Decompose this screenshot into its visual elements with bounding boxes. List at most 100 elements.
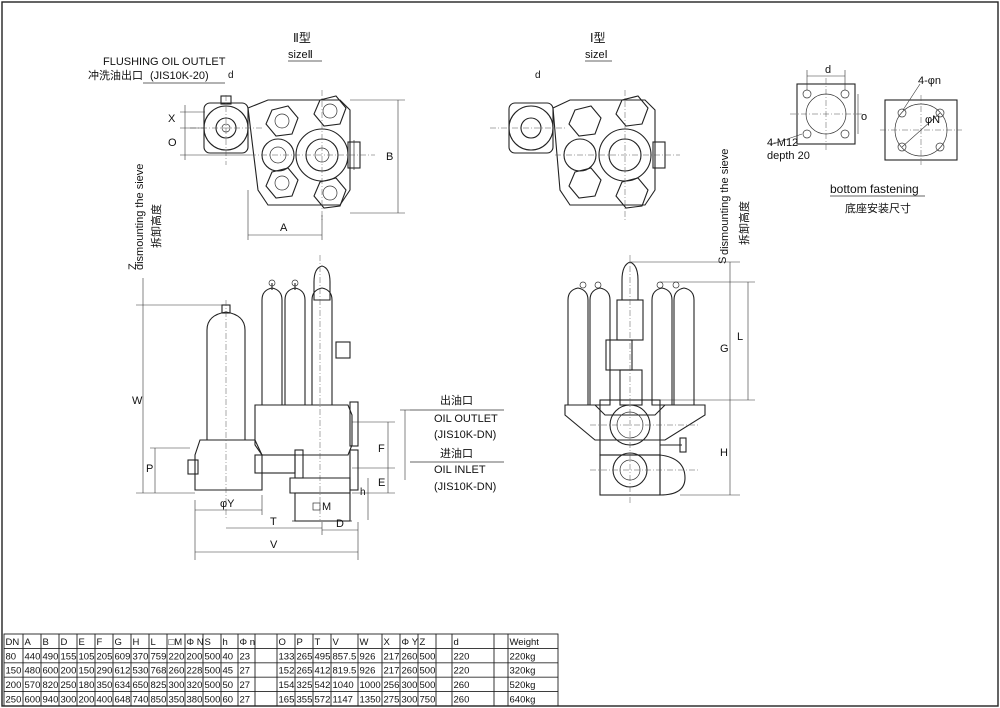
dim-d-large: D: [336, 518, 344, 530]
table-cell-text: 380: [187, 695, 203, 706]
table-cell: [254, 691, 278, 707]
table-cell-text: 520kg: [510, 680, 536, 691]
table-header-text: d: [454, 637, 459, 648]
dim-f-label: F: [378, 443, 385, 455]
flag-mark-2: d: [535, 70, 541, 81]
table-cell-text: 500: [205, 695, 221, 706]
table-header-text: S: [205, 637, 211, 648]
dim-a-label: A: [280, 222, 288, 234]
table-cell-text: 1350: [360, 695, 381, 706]
dim-w-label: W: [132, 395, 143, 407]
table-cell-text: 180: [79, 680, 95, 691]
dim-x-label: X: [168, 113, 176, 125]
table-cell-text: 857.5: [333, 651, 357, 662]
table-cell-text: 759: [151, 651, 167, 662]
table-cell-text: 480: [25, 666, 41, 677]
dim-l-label: L: [737, 331, 743, 343]
table-cell-text: 200: [187, 651, 203, 662]
table-cell-text: 27: [240, 666, 251, 677]
table-cell-text: 150: [6, 666, 22, 677]
table-cell-text: 1147: [333, 695, 353, 706]
table-cell-text: 23: [240, 651, 251, 662]
table-cell-text: 819.5: [333, 666, 357, 677]
dim-v-label: V: [270, 539, 278, 551]
dim-s-label: S: [717, 257, 729, 264]
table-cell-text: 200: [6, 680, 22, 691]
bolt-label: 4-M12: [767, 137, 798, 149]
table-cell-text: 45: [223, 666, 234, 677]
table-cell-text: 256: [384, 680, 400, 691]
table-cell-text: 768: [151, 666, 167, 677]
table-cell-text: 228: [187, 666, 203, 677]
flag-mark-1: d: [228, 70, 234, 81]
outlet-en: OIL OUTLET: [434, 413, 498, 425]
dim-o-small: o: [861, 111, 867, 123]
table-cell-text: 600: [43, 666, 59, 677]
dismount-label-1: dismounting the sieve: [134, 164, 146, 270]
holes-label: 4-φn: [918, 75, 941, 87]
dim-t-label: T: [270, 516, 277, 528]
dismount-cn-2: 拆卸高度: [737, 201, 751, 245]
table-cell-text: 200: [79, 695, 95, 706]
table-cell: [254, 676, 278, 692]
table-cell-text: 940: [43, 695, 59, 706]
dim-z-label: Z: [127, 263, 139, 270]
table-cell-text: 400: [97, 695, 113, 706]
table-header-cell: [254, 633, 278, 649]
table-cell-text: 105: [79, 651, 95, 662]
front-view-size2: dismounting the sieve 拆卸高度 Z W P: [127, 164, 504, 560]
dim-phiy-label: φY: [220, 498, 235, 510]
table-cell-text: 350: [169, 695, 185, 706]
table-header-text: V: [333, 637, 340, 648]
table-cell-text: 542: [315, 680, 331, 691]
table-cell-text: 220: [169, 651, 185, 662]
inlet-cn: 进油口: [440, 446, 473, 460]
table-header-text: A: [25, 637, 32, 648]
table-cell: [493, 691, 509, 707]
table-cell-text: 260: [402, 666, 418, 677]
table-cell-text: 265: [297, 666, 313, 677]
table-cell-text: 750: [420, 695, 436, 706]
table-cell-text: 220: [454, 666, 470, 677]
table-cell-text: 260: [454, 695, 470, 706]
table-header-text: Φ n: [240, 637, 256, 648]
table-cell: [254, 648, 278, 664]
table-cell-text: 40: [223, 651, 234, 662]
table-cell: [435, 691, 453, 707]
flushing-outlet-cn: 冲洗油出口: [88, 68, 143, 82]
dim-m-label: M: [322, 501, 331, 513]
table-header-text: □M: [169, 637, 183, 648]
table-cell-text: 634: [115, 680, 131, 691]
table-cell-text: 260: [169, 666, 185, 677]
table-header-text: X: [384, 637, 391, 648]
bottom-fastening-cn: 底座安装尺寸: [845, 201, 911, 215]
outlet-spec: (JIS10K-DN): [434, 429, 496, 441]
table-cell-text: 154: [279, 680, 295, 691]
table-cell-text: 612: [115, 666, 131, 677]
table-cell-text: 80: [6, 651, 17, 662]
table-cell-text: 926: [360, 666, 376, 677]
table-header-cell: [493, 633, 509, 649]
table-header-text: P: [297, 637, 303, 648]
table-cell-text: 50: [223, 680, 234, 691]
table-cell-text: 133: [279, 651, 295, 662]
table-cell-text: 300: [61, 695, 77, 706]
bottom-fastening-detail: d 4-M12 depth 20 o φN 4-φn bottom fasten…: [767, 64, 962, 215]
phi-n-label: φN: [925, 114, 940, 126]
table-cell-text: 350: [97, 680, 113, 691]
table-cell-text: 500: [205, 680, 221, 691]
table-cell-text: 220kg: [510, 651, 536, 662]
table-cell-text: 440: [25, 651, 41, 662]
table-cell-text: 490: [43, 651, 59, 662]
table-header-text: F: [97, 637, 103, 648]
table-cell: [435, 676, 453, 692]
table-cell-text: 152: [279, 666, 295, 677]
table-cell-text: 609: [115, 651, 131, 662]
type2-label: Ⅱ型: [293, 31, 311, 45]
table-header-text: W: [360, 637, 369, 648]
table-cell-text: 500: [205, 651, 221, 662]
plan-view-size1: Ⅰ型 sizeⅠ d: [490, 31, 680, 220]
table-cell: [493, 662, 509, 678]
dismount-label-2: dismounting the sieve: [719, 149, 731, 255]
